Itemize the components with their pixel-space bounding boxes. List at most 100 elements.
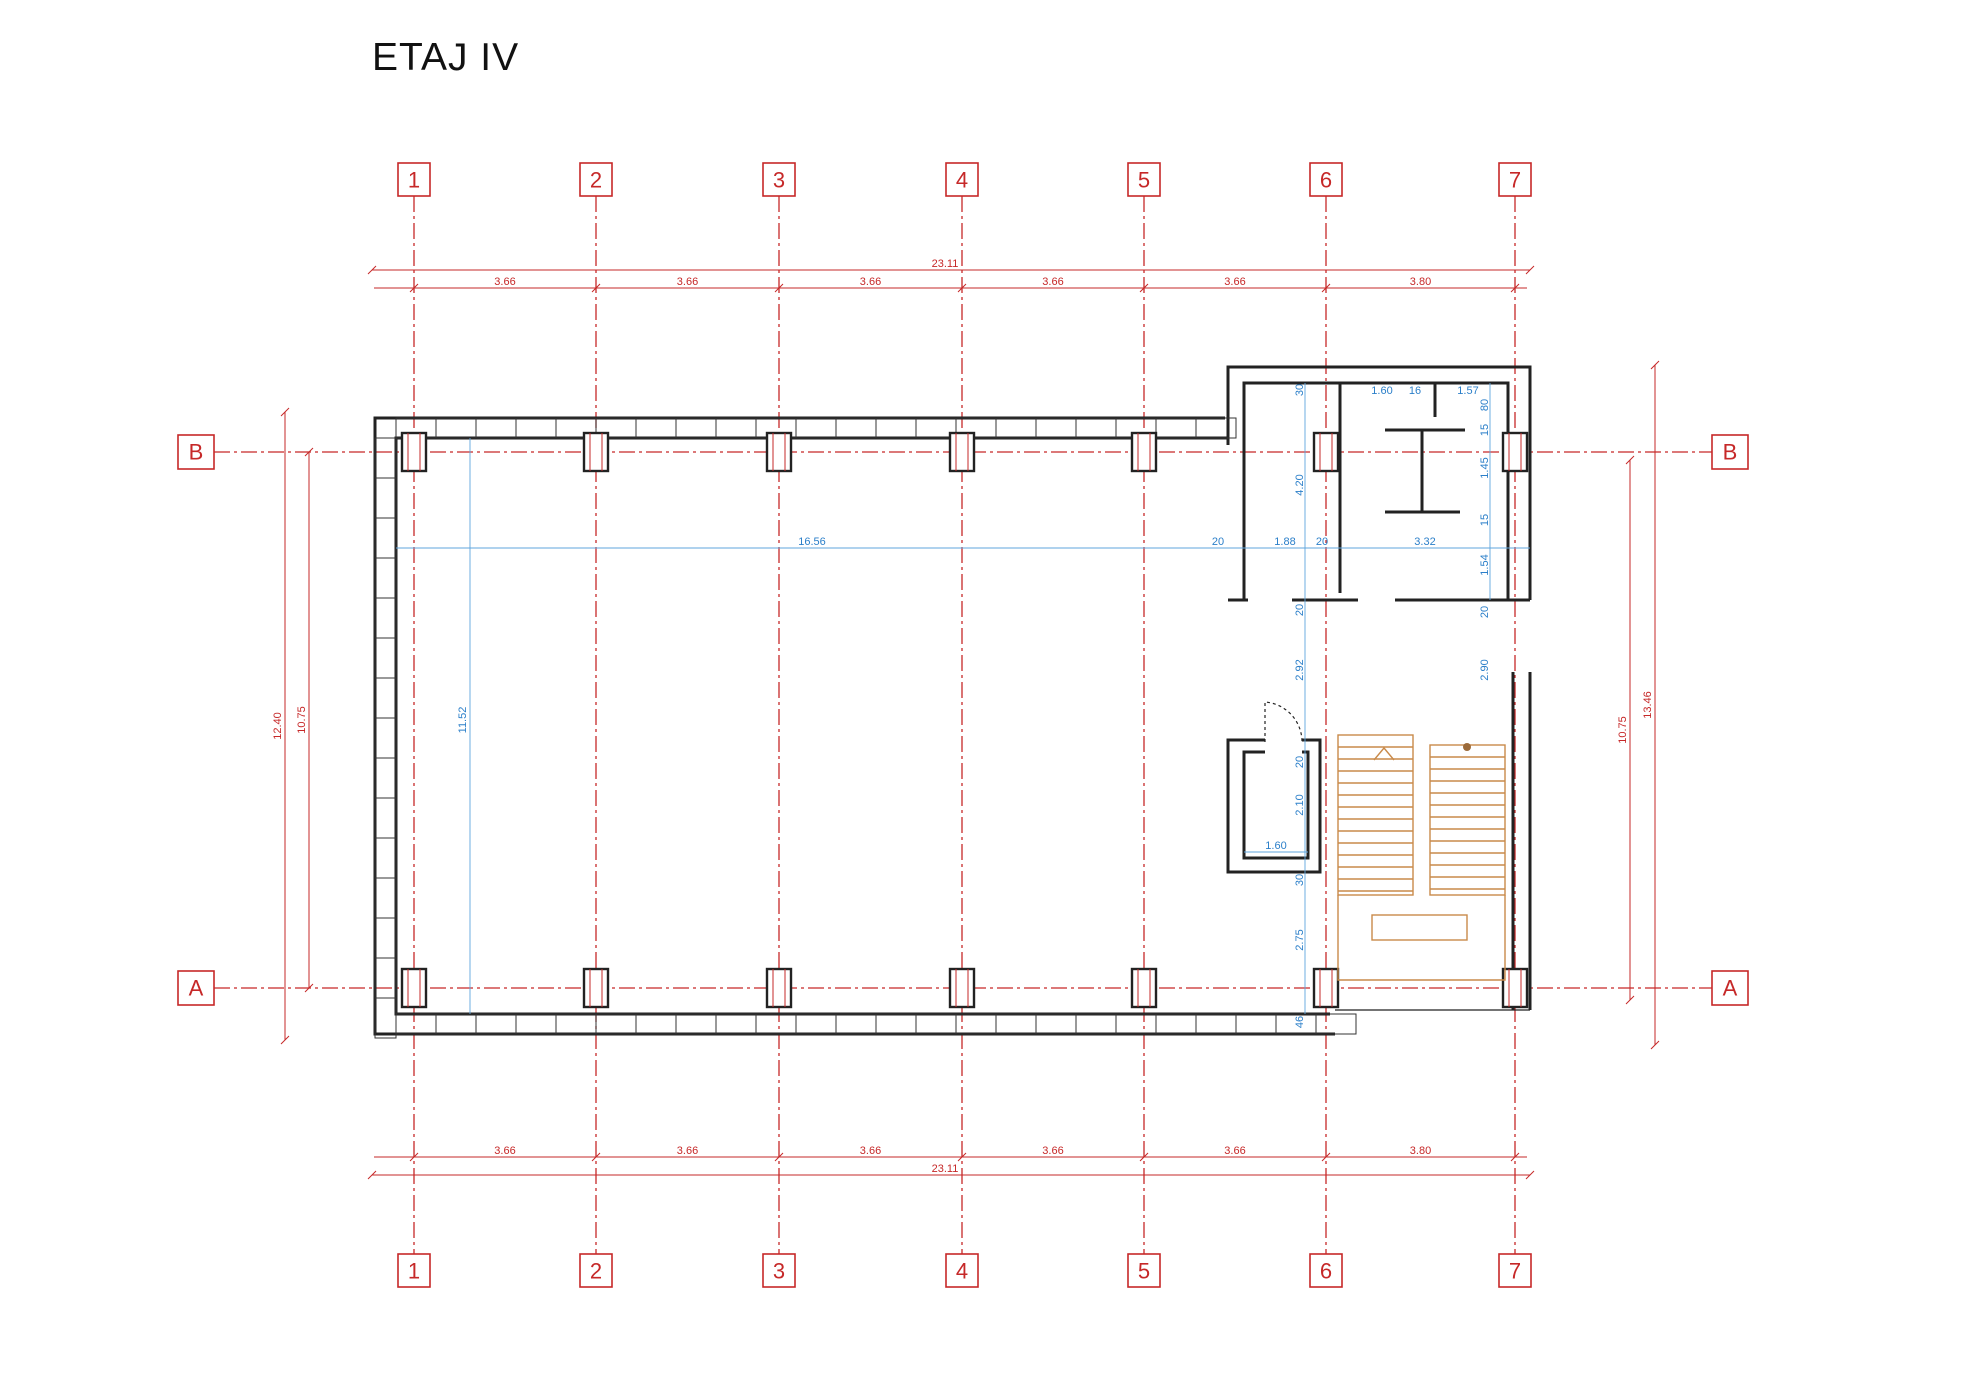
axis-box-top-2	[579, 162, 613, 197]
column	[948, 431, 976, 473]
parapet-block-top	[635, 417, 677, 439]
parapet-block-top	[515, 417, 557, 439]
right-outer-label: 13.46	[1642, 691, 1654, 719]
lift-shaft-inner	[1242, 750, 1310, 860]
axis-label-top-3: 3	[773, 168, 785, 193]
axis-label-bottom-7: 7	[1509, 1259, 1521, 1284]
parapet-block-top	[875, 417, 917, 439]
parapet-block-bottom	[475, 1013, 517, 1035]
axis-box-top-5	[1127, 162, 1161, 197]
r-80-label: 80	[1479, 399, 1491, 411]
dim-tick	[409, 1152, 419, 1162]
lift-160-label: 1.60	[1265, 840, 1286, 852]
parapet-block-bottom	[1315, 1013, 1357, 1035]
axis-box-right-B	[1711, 434, 1749, 470]
top-span-label-6: 3.80	[1410, 276, 1431, 288]
parapet-block-top	[435, 417, 477, 439]
dim-tick	[1625, 455, 1635, 465]
column	[400, 431, 428, 473]
axis-label-bottom-4: 4	[956, 1259, 968, 1284]
v-46-label: 46	[1294, 1016, 1306, 1028]
axis-box-bottom-4	[945, 1253, 979, 1288]
parapet-block-bottom	[555, 1013, 597, 1035]
axis-label-bottom-1: 1	[408, 1259, 420, 1284]
parapet-block-bottom	[515, 1013, 557, 1035]
parapet-block-bottom	[595, 1013, 637, 1035]
dim-tick	[1525, 265, 1535, 275]
v-20a-label: 20	[1294, 604, 1306, 616]
axis-label-top-1: 1	[408, 168, 420, 193]
stair-post	[1463, 743, 1471, 751]
axis-label-top-6: 6	[1320, 168, 1332, 193]
lift-door-swing	[1264, 701, 1303, 743]
bottom-span-label-6: 3.80	[1410, 1145, 1431, 1157]
column	[400, 967, 428, 1009]
r-145-label: 1.45	[1479, 457, 1491, 478]
right-inner-label: 10.75	[1617, 716, 1629, 744]
parapet-block-bottom	[795, 1013, 837, 1035]
seg-20b-label: 20	[1316, 536, 1328, 548]
stair-flight-right	[1429, 744, 1506, 896]
dim-tick	[591, 1152, 601, 1162]
dim-tick	[304, 447, 314, 457]
axis-box-top-6	[1309, 162, 1343, 197]
dim-tick	[1625, 995, 1635, 1005]
parapet-block-left	[374, 797, 397, 839]
parapet-block-left	[374, 997, 397, 1039]
dim-tick	[1139, 283, 1149, 293]
v-420-label: 4.20	[1294, 474, 1306, 495]
top-span-label-1: 3.66	[494, 276, 515, 288]
column	[582, 967, 610, 1009]
v-292-label: 2.92	[1294, 659, 1306, 680]
main-outer-wall	[373, 416, 1335, 1036]
top-span-label-5: 3.66	[1224, 276, 1245, 288]
parapet-block-left	[374, 957, 397, 999]
parapet-block-top	[995, 417, 1037, 439]
columns	[400, 431, 1529, 1009]
parapet-block-bottom	[915, 1013, 957, 1035]
r-160-label: 1.60	[1371, 385, 1392, 397]
axis-box-bottom-2	[579, 1253, 613, 1288]
axis-box-top-3	[762, 162, 796, 197]
axis-label-bottom-3: 3	[773, 1259, 785, 1284]
axis-label-top-4: 4	[956, 168, 968, 193]
parapet-block-bottom	[995, 1013, 1037, 1035]
bottom-span-label-5: 3.66	[1224, 1145, 1245, 1157]
parapet-block-left	[374, 477, 397, 519]
dim-tick	[367, 265, 377, 275]
axis-label-right-B: B	[1723, 440, 1738, 465]
left-inner-label: 10.75	[296, 706, 308, 734]
axis-box-bottom-1	[397, 1253, 431, 1288]
column	[1130, 431, 1158, 473]
parapet-block-top	[835, 417, 877, 439]
top-total-label: 23.11	[932, 258, 959, 270]
axis-box-left-A	[177, 970, 215, 1006]
parapet-block-top	[1075, 417, 1117, 439]
parapet-block-bottom	[1195, 1013, 1237, 1035]
v-210-label: 2.10	[1294, 794, 1306, 815]
left-outer-label: 12.40	[272, 712, 284, 740]
parapet-block-bottom	[715, 1013, 757, 1035]
parapet-block-bottom	[835, 1013, 877, 1035]
parapet-block-bottom	[635, 1013, 677, 1035]
dim-tick	[957, 1152, 967, 1162]
core-outer-wall	[1226, 365, 1532, 600]
parapet-block-left	[374, 837, 397, 879]
parapet-block-top	[1155, 417, 1197, 439]
parapet-block-top	[795, 417, 837, 439]
axis-label-bottom-2: 2	[590, 1259, 602, 1284]
dim-tick	[1139, 1152, 1149, 1162]
axis-label-top-2: 2	[590, 168, 602, 193]
parapet-block-left	[374, 517, 397, 559]
bottom-span-label-3: 3.66	[860, 1145, 881, 1157]
dim-tick	[1321, 283, 1331, 293]
parapet-block-bottom	[675, 1013, 717, 1035]
r-290-label: 2.90	[1479, 659, 1491, 680]
column	[1501, 431, 1529, 473]
parapet-block-bottom	[755, 1013, 797, 1035]
seg-20a-label: 20	[1212, 536, 1224, 548]
axis-label-left-A: A	[189, 976, 204, 1001]
